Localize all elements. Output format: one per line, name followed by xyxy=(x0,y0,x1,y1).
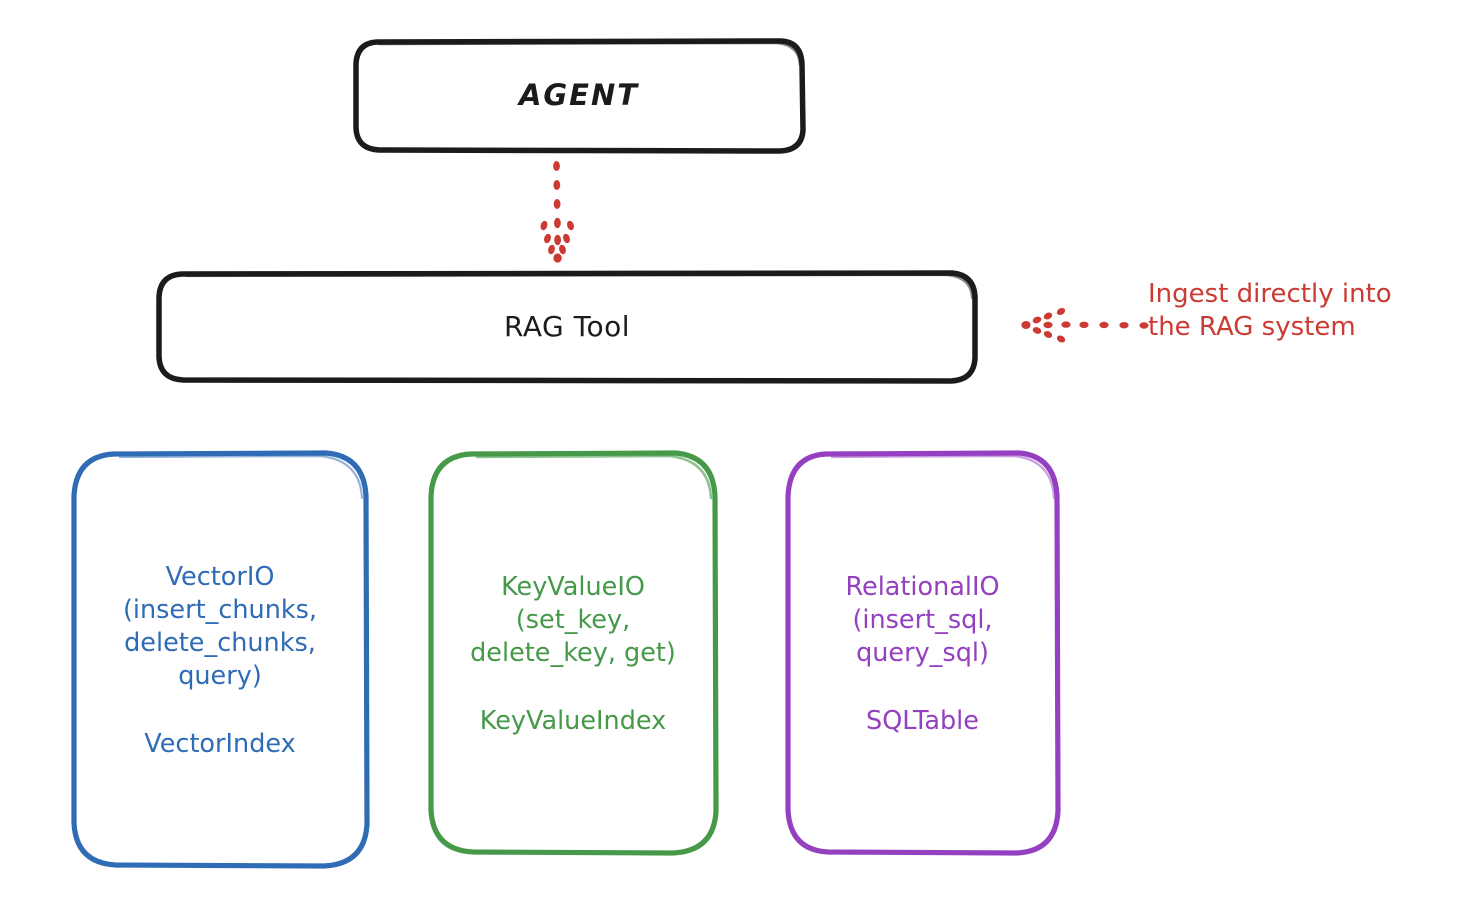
annotation-ingest-directly: Ingest directly into the RAG system xyxy=(1148,279,1392,343)
relational-io-label: RelationalIO (insert_sql, query_sql) xyxy=(845,571,1000,669)
agent-label: AGENT xyxy=(518,78,640,113)
vector-io-index-label: VectorIndex xyxy=(144,729,296,760)
relational-io-index-label: SQLTable xyxy=(866,706,979,737)
key-value-io-index-label: KeyValueIndex xyxy=(479,706,667,737)
node-relational-io[interactable]: RelationalIO (insert_sql, query_sql) SQL… xyxy=(784,450,1061,857)
node-agent[interactable]: AGENT xyxy=(353,38,806,154)
connector-ingest-to-rag-tool xyxy=(1021,307,1149,343)
node-vector-io[interactable]: VectorIO (insert_chunks, delete_chunks, … xyxy=(70,450,370,870)
node-key-value-io[interactable]: KeyValueIO (set_key, delete_key, get) Ke… xyxy=(427,450,719,857)
vector-io-label: VectorIO (insert_chunks, delete_chunks, … xyxy=(122,561,318,692)
key-value-io-label: KeyValueIO (set_key, delete_key, get) xyxy=(470,571,676,669)
node-rag-tool[interactable]: RAG Tool xyxy=(156,270,978,384)
rag-tool-label: RAG Tool xyxy=(504,309,630,343)
connector-agent-to-rag-tool xyxy=(540,161,574,263)
